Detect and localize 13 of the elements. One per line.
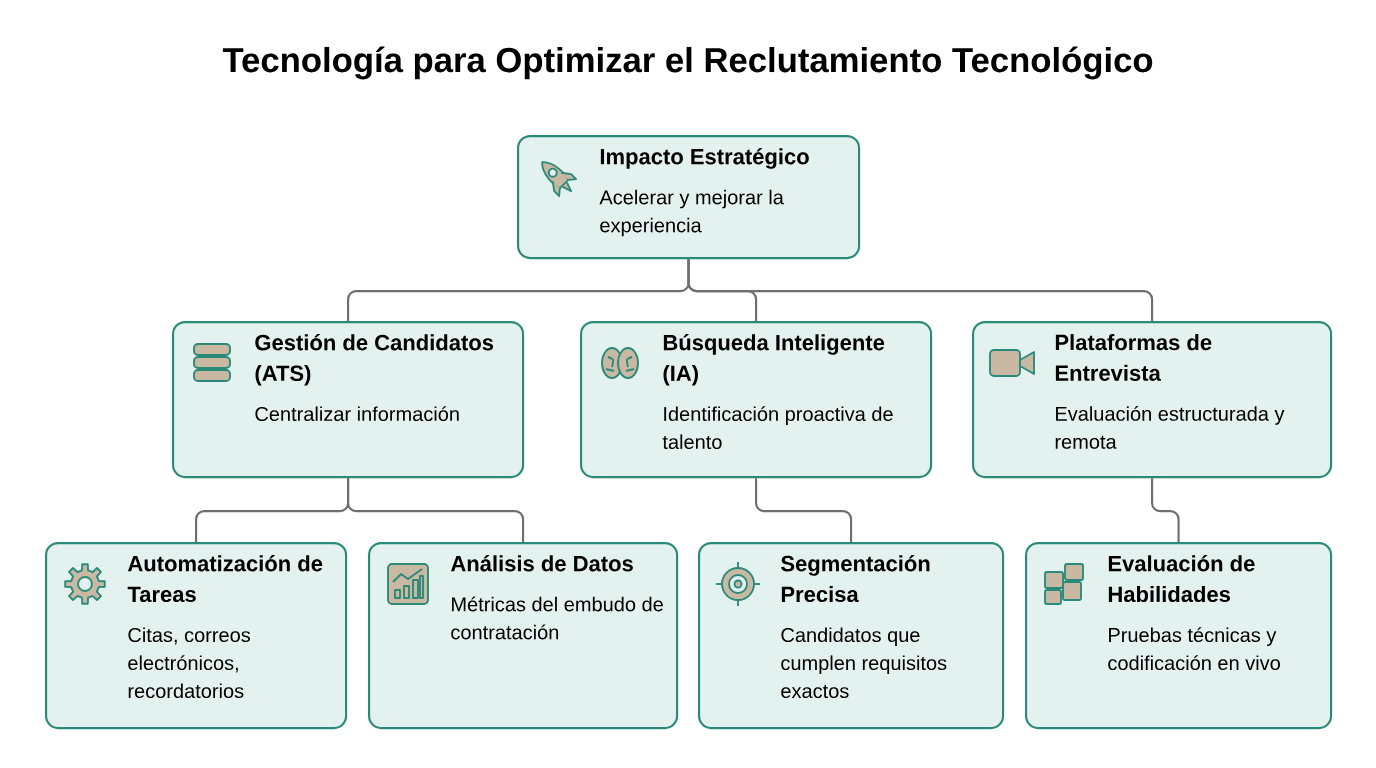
process-box: Plataformas de Entrevista Evaluación estructurada y remota [972,321,1333,479]
process-box: Automatización de Tareas Citas, correos electrónicos, recordatorios [45,542,348,730]
connector [687,259,1154,321]
process-box: Búsqueda Inteligente (IA) Identificación proactiva de talento [580,321,933,479]
process-box: Evaluación de Habilidades Pruebas técnicas y codificación en vivo [1025,542,1333,730]
process-box: Análisis de Datos Métricas del embudo de contratación [368,542,679,730]
process-box: Gestión de Candidatos (ATS) Centralizar información [172,321,525,479]
process-box: Impacto Estratégico Acelerar y mejorar la experiencia [517,135,861,260]
connector [347,478,525,542]
connector [1151,478,1180,542]
connector [755,478,853,542]
title: Tecnología para Optimizar el Reclutamiento Tecnológico [222,46,1153,80]
process-box: Segmentación Precisa Candidatos que cumplen requisitos exactos [698,542,1005,730]
